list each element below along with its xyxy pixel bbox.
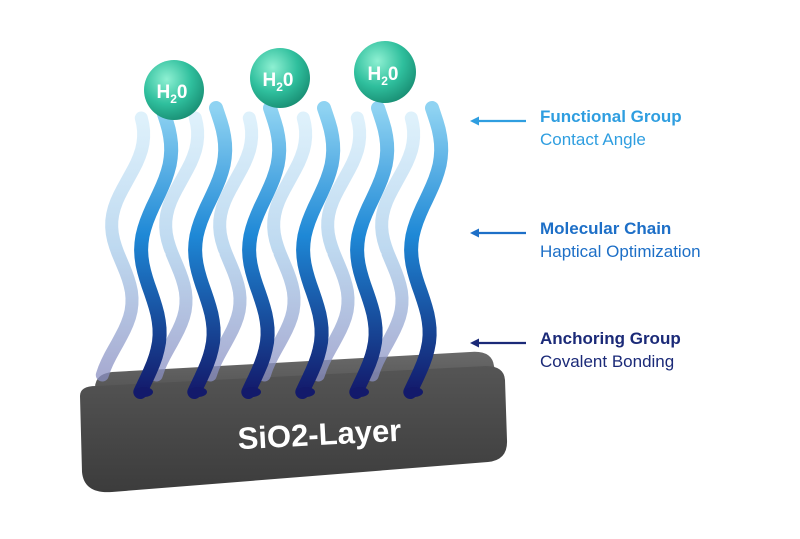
- callout-title: Anchoring Group: [540, 328, 681, 350]
- callout-subtitle: Haptical Optimization: [540, 240, 701, 264]
- arrow-left-icon: [470, 116, 526, 126]
- chain-label: ETC: [370, 251, 385, 273]
- anchor-point: [405, 387, 423, 397]
- callout-title: Functional Group: [540, 106, 682, 128]
- etc-chains: ETC ETC ETC ETC ETC ETC: [135, 108, 441, 397]
- chain-label: ETC: [424, 251, 439, 273]
- molecule-tail: 0: [177, 82, 188, 103]
- chain-label: ETC: [316, 251, 331, 273]
- callout-subtitle: Contact Angle: [540, 128, 682, 152]
- molecule-main: H: [157, 82, 171, 103]
- chain-label: ETC: [208, 251, 223, 273]
- arrow-left-icon: [470, 228, 526, 238]
- callout-title: Molecular Chain: [540, 218, 701, 240]
- chain-shadows: [102, 118, 413, 375]
- anchor-point: [189, 387, 207, 397]
- anchor-point: [297, 387, 315, 397]
- arrow-left-icon: [470, 338, 526, 348]
- anchor-point: [243, 387, 261, 397]
- water-molecule: H20: [354, 41, 416, 103]
- chain-label: ETC: [262, 251, 277, 273]
- anchor-point: [351, 387, 369, 397]
- chain-label: ETC: [154, 251, 169, 273]
- water-molecule: H20: [144, 60, 204, 120]
- water-molecule: H20: [250, 48, 310, 108]
- anchor-point: [135, 387, 153, 397]
- callout-subtitle: Covalent Bonding: [540, 350, 681, 374]
